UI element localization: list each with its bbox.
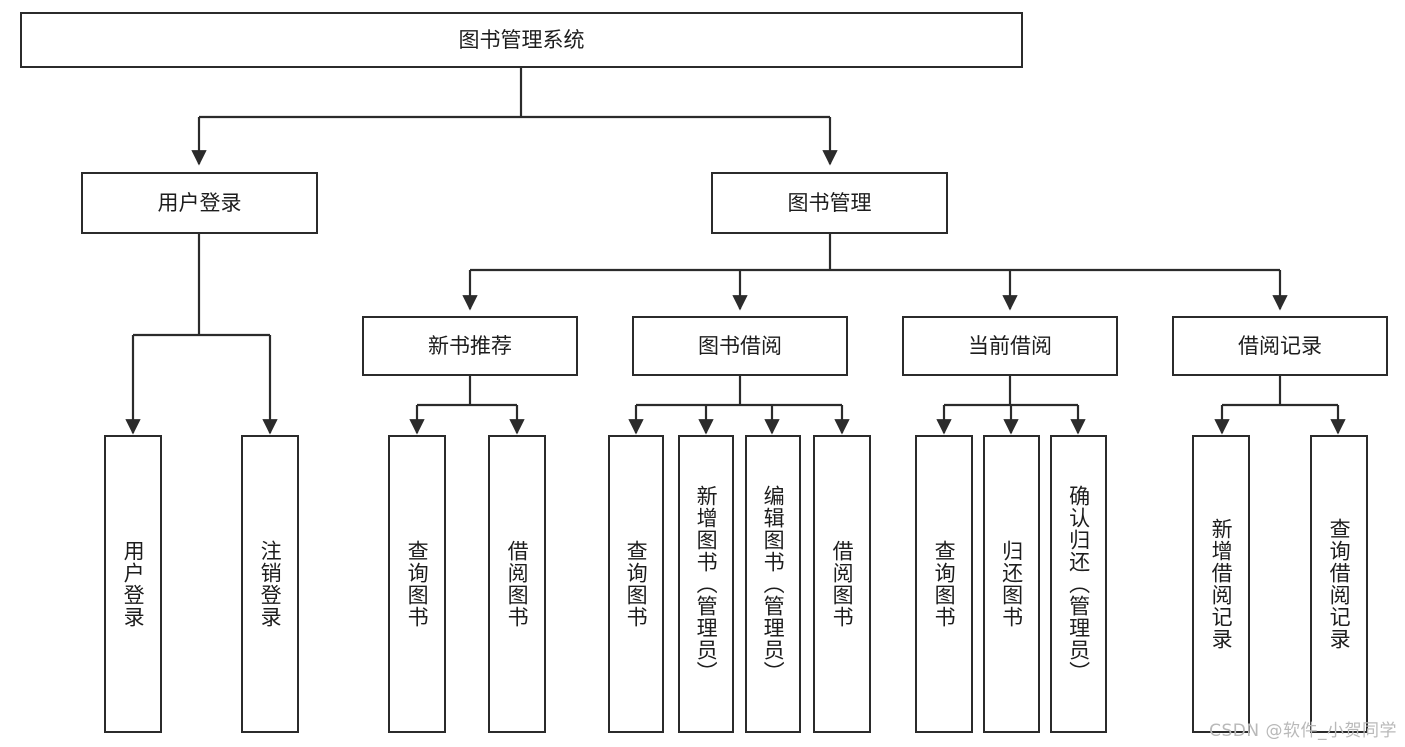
node-label: 当前借阅 bbox=[968, 333, 1052, 358]
leaf-confirm-return[interactable]: 确认归还（管理员） bbox=[1050, 435, 1107, 733]
node-label: 图书管理系统 bbox=[458, 27, 585, 52]
leaf-edit-book[interactable]: 编辑图书（管理员） bbox=[745, 435, 801, 733]
node-label: 借阅图书 bbox=[830, 540, 855, 628]
node-label: 查询图书 bbox=[932, 540, 957, 628]
node-label: 图书管理 bbox=[787, 190, 872, 215]
node-label: 查询借阅记录 bbox=[1327, 518, 1352, 650]
node-new-book-recommend[interactable]: 新书推荐 bbox=[362, 316, 578, 376]
node-label: 用户登录 bbox=[121, 540, 146, 628]
leaf-query-book-new-recommend[interactable]: 查询图书 bbox=[388, 435, 446, 733]
node-label: 归还图书 bbox=[999, 540, 1024, 628]
node-label: 新增借阅记录 bbox=[1209, 518, 1234, 650]
node-label: 确认归还（管理员） bbox=[1066, 485, 1091, 683]
leaf-borrow-book-new-recommend[interactable]: 借阅图书 bbox=[488, 435, 546, 733]
leaf-add-book[interactable]: 新增图书（管理员） bbox=[678, 435, 734, 733]
leaf-user-login[interactable]: 用户登录 bbox=[104, 435, 162, 733]
leaf-add-borrow-record[interactable]: 新增借阅记录 bbox=[1192, 435, 1250, 733]
node-book-manage[interactable]: 图书管理 bbox=[711, 172, 948, 234]
leaf-return-book[interactable]: 归还图书 bbox=[983, 435, 1040, 733]
node-label: 用户登录 bbox=[157, 190, 242, 215]
node-label: 编辑图书（管理员） bbox=[761, 485, 786, 683]
leaf-query-book-current[interactable]: 查询图书 bbox=[915, 435, 973, 733]
node-label: 新书推荐 bbox=[428, 333, 512, 358]
node-label: 新增图书（管理员） bbox=[694, 485, 719, 683]
node-user-login[interactable]: 用户登录 bbox=[81, 172, 318, 234]
node-label: 借阅图书 bbox=[505, 540, 530, 628]
node-label: 查询图书 bbox=[624, 540, 649, 628]
node-current-borrow[interactable]: 当前借阅 bbox=[902, 316, 1118, 376]
node-label: 注销登录 bbox=[258, 540, 283, 628]
leaf-query-borrow-record[interactable]: 查询借阅记录 bbox=[1310, 435, 1368, 733]
node-label: 借阅记录 bbox=[1238, 333, 1322, 358]
node-borrow-record[interactable]: 借阅记录 bbox=[1172, 316, 1388, 376]
leaf-query-book-borrow[interactable]: 查询图书 bbox=[608, 435, 664, 733]
node-label: 查询图书 bbox=[405, 540, 430, 628]
leaf-logout-login[interactable]: 注销登录 bbox=[241, 435, 299, 733]
node-root-book-management-system[interactable]: 图书管理系统 bbox=[20, 12, 1023, 68]
node-book-borrow[interactable]: 图书借阅 bbox=[632, 316, 848, 376]
node-label: 图书借阅 bbox=[698, 333, 782, 358]
leaf-borrow-book-borrow[interactable]: 借阅图书 bbox=[813, 435, 871, 733]
watermark-label: CSDN @软件_小贺同学 bbox=[1209, 721, 1397, 741]
